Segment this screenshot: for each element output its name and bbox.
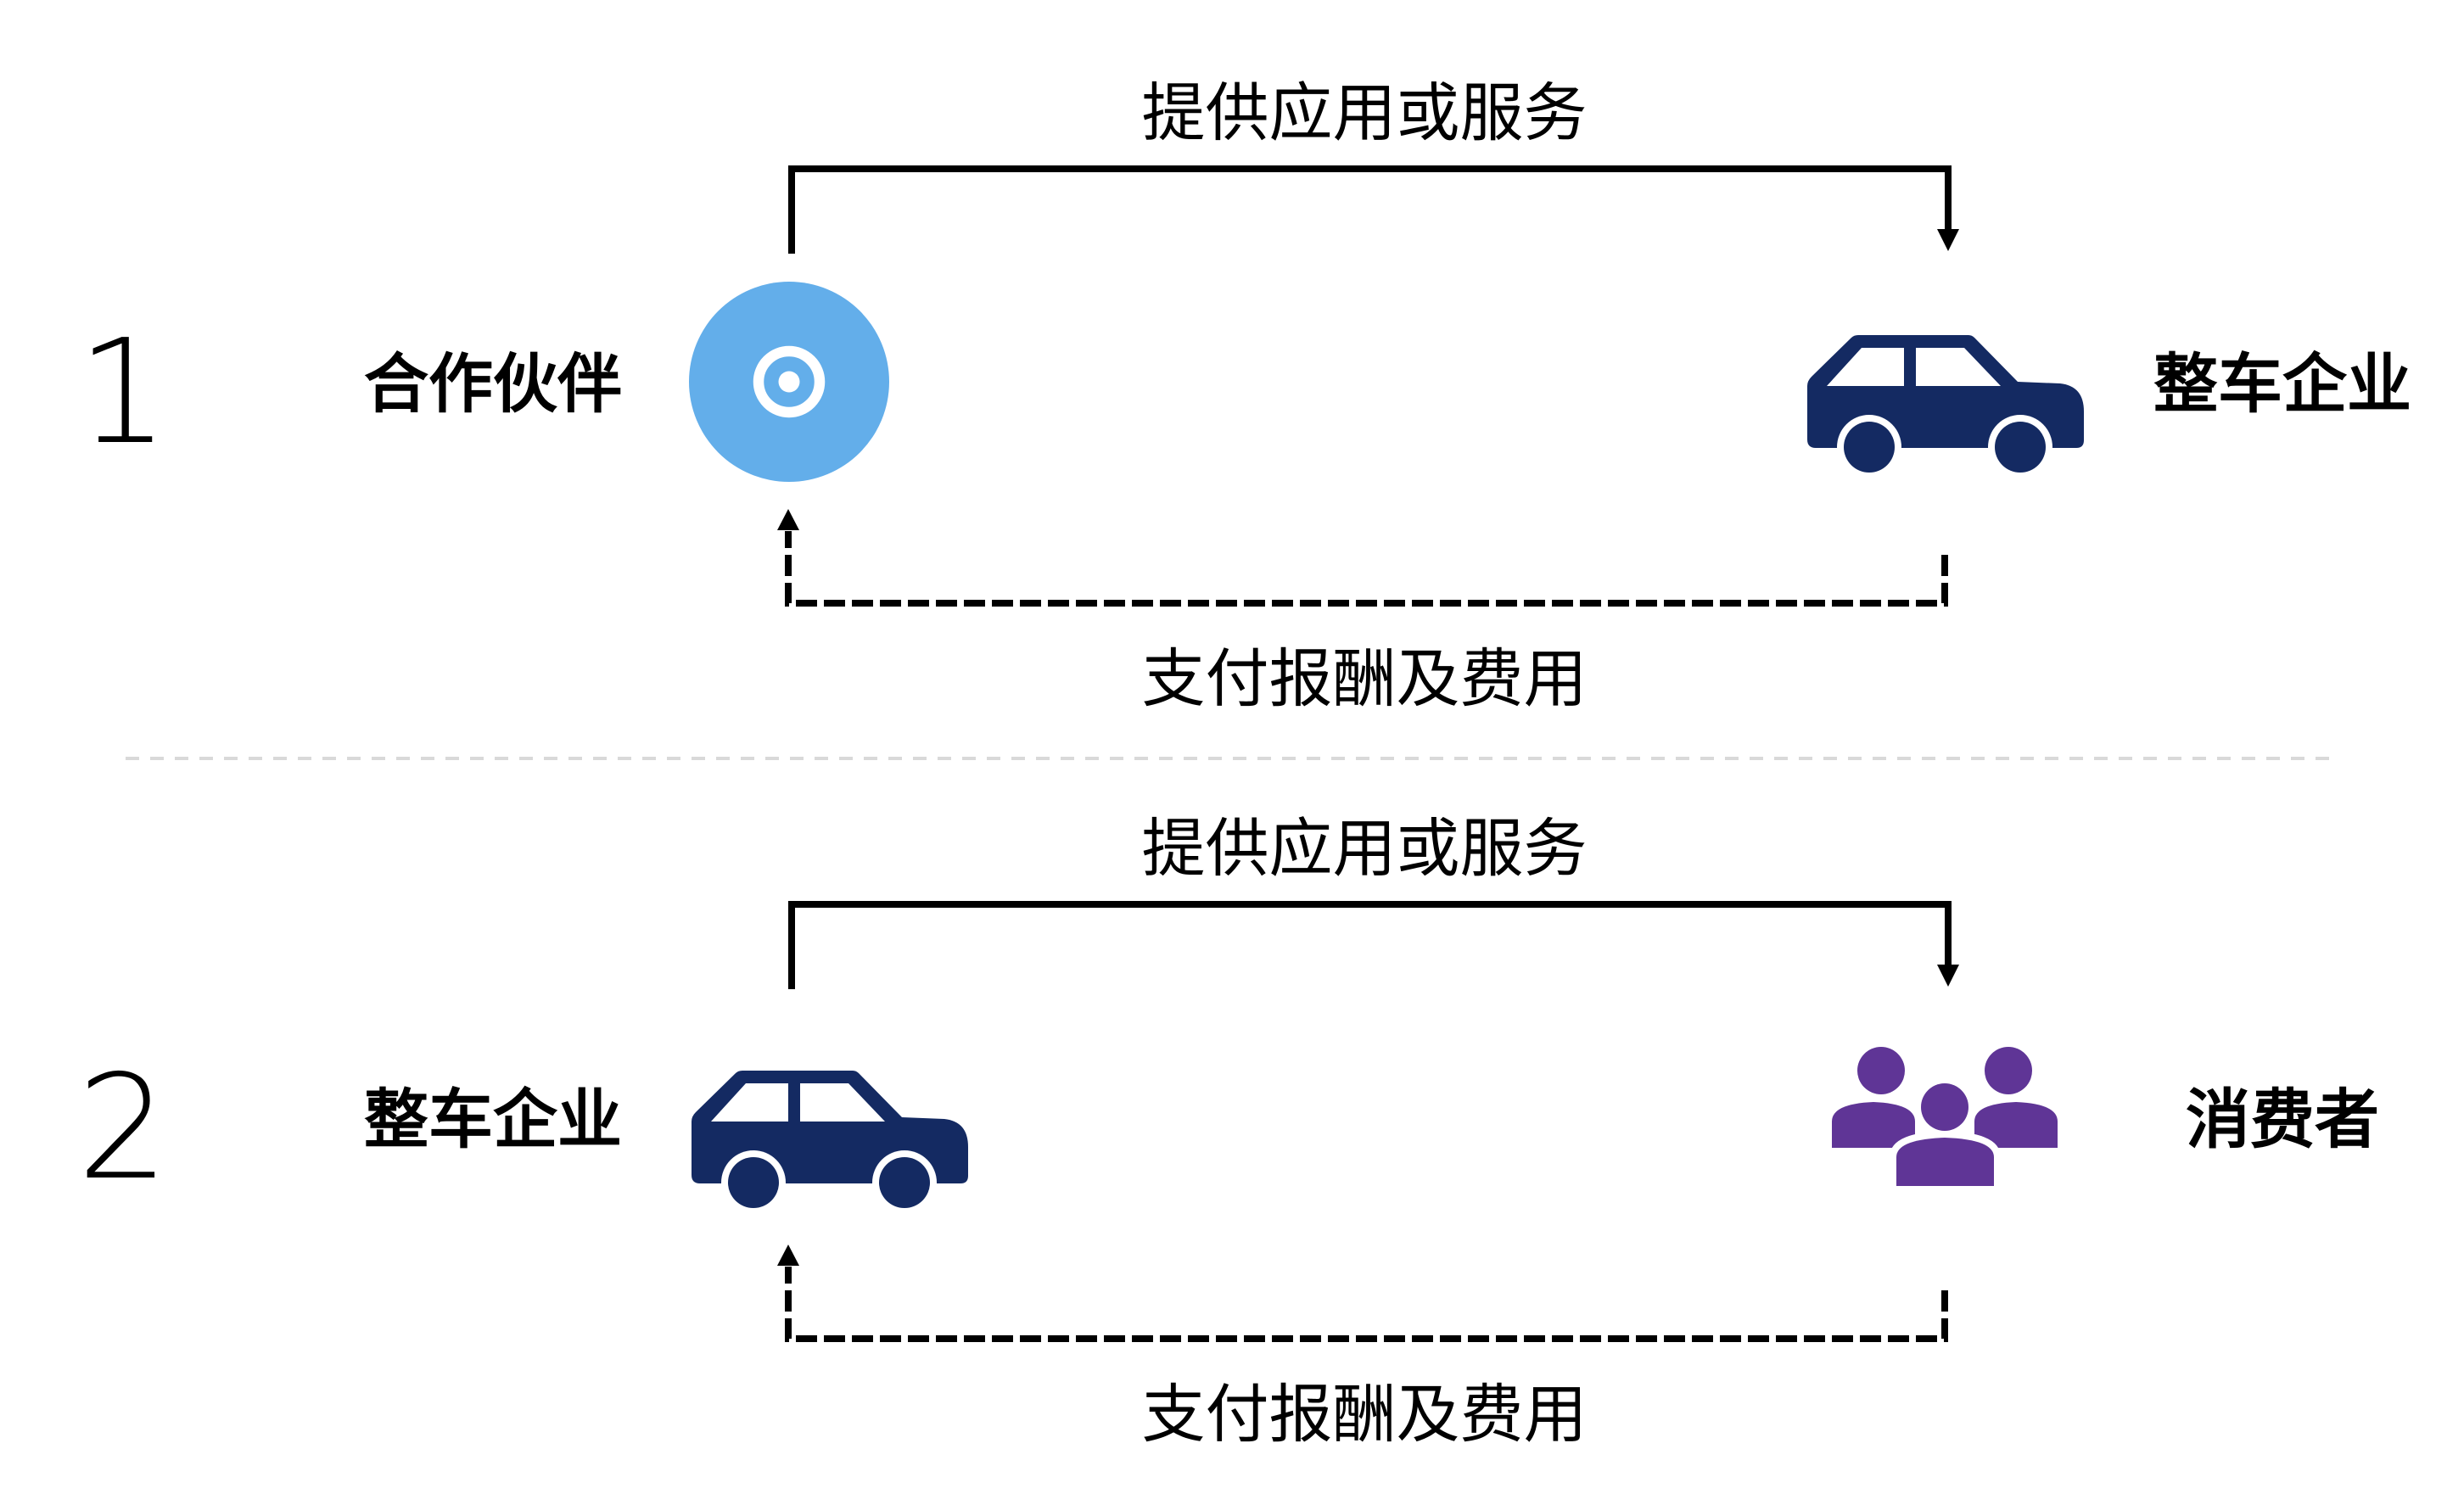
disc-hole (778, 371, 800, 393)
car-front-wheel (1995, 422, 2046, 473)
right-party-label: 整车企业 (2153, 346, 2411, 422)
person-right-head (1985, 1047, 2032, 1094)
disc-ring (753, 345, 826, 418)
left-party-label: 整车企业 (364, 1082, 622, 1157)
car-icon (1807, 335, 2084, 479)
right-party-label: 消费者 (2186, 1082, 2379, 1157)
person-left-body (1832, 1102, 1915, 1148)
flow-2-connectors (777, 901, 1959, 1342)
flow-section-2: 2 整车企业 消费者 提供应用或服务 支付报酬及费用 (0, 736, 2464, 1471)
forward-arrow-line (788, 901, 1952, 989)
person-center-body (1890, 1131, 2001, 1193)
car-front-window (800, 1083, 885, 1122)
people-icon (1832, 1047, 2058, 1193)
person-center-head (1914, 1077, 1975, 1138)
car-rear-wheel (728, 1157, 779, 1208)
return-arrow-line (785, 1267, 1948, 1342)
return-arrowhead (777, 509, 799, 530)
disc-icon (689, 282, 889, 482)
flow-1-connectors (777, 165, 1959, 607)
person-left-head (1857, 1047, 1905, 1094)
flow-index-number: 2 (76, 1044, 170, 1212)
forward-flow-label: 提供应用或服务 (1141, 76, 1588, 150)
car-rear-wheel (1844, 422, 1895, 473)
forward-arrowhead (1937, 229, 1959, 251)
return-flow-label: 支付报酬及费用 (1141, 1377, 1588, 1452)
car-front-window (1916, 348, 2001, 386)
left-party-label: 合作伙伴 (364, 346, 622, 422)
flow-index-number: 1 (76, 309, 170, 477)
forward-flow-label: 提供应用或服务 (1141, 811, 1588, 886)
return-flow-label: 支付报酬及费用 (1141, 641, 1588, 716)
return-arrow-line (785, 531, 1948, 607)
person-right-body (1974, 1102, 2058, 1148)
car-rear-window (1827, 348, 1904, 386)
car-icon (692, 1071, 968, 1215)
forward-arrowhead (1937, 965, 1959, 987)
car-front-wheel (879, 1157, 930, 1208)
flow-section-1: 1 合作伙伴 整车企业 提供应用或服务 支付报酬及费用 (0, 0, 2464, 736)
car-rear-window (711, 1083, 788, 1122)
forward-arrow-line (788, 165, 1952, 254)
return-arrowhead (777, 1245, 799, 1266)
